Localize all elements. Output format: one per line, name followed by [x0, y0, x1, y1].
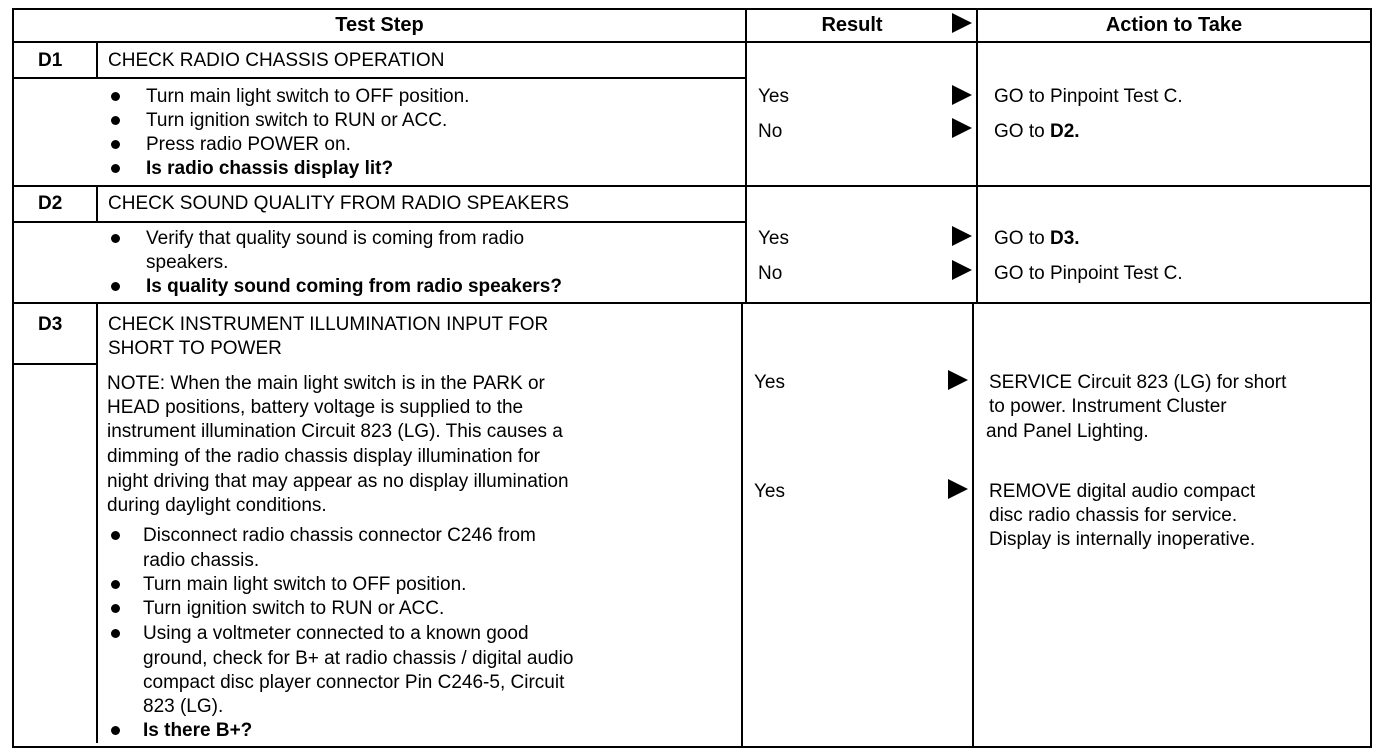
table-border-right — [1370, 8, 1372, 748]
bullet-icon — [111, 164, 120, 173]
bullet-icon — [111, 629, 120, 638]
d1-action-no-ref: D2. — [1049, 121, 1080, 142]
d2-action-yes-ref: D3. — [1049, 228, 1080, 249]
d2-step-1-cont: speakers. — [146, 252, 229, 273]
d3-result-yes-2: Yes — [754, 481, 785, 502]
d2-d3-divider — [12, 302, 1372, 304]
arrow-icon — [952, 226, 972, 246]
d3-step-1-cont: radio chassis. — [143, 550, 260, 571]
d3-note-1: NOTE: When the main light switch is in t… — [107, 373, 545, 394]
d3-step-2: Turn main light switch to OFF position. — [143, 574, 467, 595]
d3-id: D3 — [38, 314, 63, 335]
d2-title-underline — [12, 221, 746, 223]
d3-id-divider — [96, 303, 98, 743]
d3-action-2-line-2: disc radio chassis for service. — [989, 505, 1238, 526]
d3-step-3: Turn ignition switch to RUN or ACC. — [143, 598, 445, 619]
d1-id-divider — [96, 42, 98, 78]
d1-title: CHECK RADIO CHASSIS OPERATION — [108, 50, 445, 71]
header-divider — [12, 41, 1372, 43]
d3-step-4-cont-3: 823 (LG). — [143, 696, 224, 717]
d1-step-2: Turn ignition switch to RUN or ACC. — [146, 110, 448, 131]
d2-action-yes: GO to D3. — [994, 227, 1080, 251]
d3-title-1: CHECK INSTRUMENT ILLUMINATION INPUT FOR — [108, 314, 549, 335]
table-border-top — [12, 8, 1372, 10]
table-border-left — [12, 8, 14, 748]
bullet-icon — [111, 140, 120, 149]
d3-action-1-line-1: SERVICE Circuit 823 (LG) for short — [989, 372, 1287, 393]
d2-result-yes: Yes — [758, 228, 789, 249]
header-action: Action to Take — [1105, 14, 1243, 36]
bullet-icon — [111, 234, 120, 243]
d1-step-1: Turn main light switch to OFF position. — [146, 86, 470, 107]
d1-action-yes: GO to Pinpoint Test C. — [994, 86, 1183, 107]
d3-note-6: during daylight conditions. — [107, 495, 327, 516]
d3-note-3: instrument illumination Circuit 823 (LG)… — [107, 421, 563, 442]
d2-title: CHECK SOUND QUALITY FROM RADIO SPEAKERS — [108, 193, 570, 214]
d1-title-underline — [12, 77, 746, 79]
col-divider-action-d3 — [972, 302, 974, 748]
bullet-icon — [111, 604, 120, 613]
bullet-icon — [111, 92, 120, 101]
arrow-icon — [948, 370, 968, 390]
d3-step-4-cont-1: ground, check for B+ at radio chassis / … — [143, 648, 574, 669]
d3-action-1-line-3: and Panel Lighting. — [986, 421, 1149, 442]
d3-step-4: Using a voltmeter connected to a known g… — [143, 623, 529, 644]
bullet-icon — [111, 580, 120, 589]
d1-result-yes: Yes — [758, 86, 789, 107]
arrow-icon — [952, 118, 972, 138]
d3-step-1: Disconnect radio chassis connector C246 … — [143, 525, 536, 546]
d2-id-divider — [96, 186, 98, 222]
bullet-icon — [111, 531, 120, 540]
d2-id: D2 — [38, 193, 63, 214]
d1-action-no-text: GO to — [994, 121, 1050, 142]
d2-step-1: Verify that quality sound is coming from… — [146, 228, 525, 249]
d1-id: D1 — [38, 50, 63, 71]
d3-note-2: HEAD positions, battery voltage is suppl… — [107, 397, 524, 418]
header-arrow-icon — [952, 13, 972, 33]
col-divider-result — [745, 8, 747, 303]
d2-result-no: No — [758, 263, 783, 284]
bullet-icon — [111, 116, 120, 125]
d3-step-5: Is there B+? — [143, 720, 253, 741]
d2-action-no: GO to Pinpoint Test C. — [994, 263, 1183, 284]
d3-note-5: night driving that may appear as no disp… — [107, 471, 569, 492]
d1-result-no: No — [758, 121, 783, 142]
d3-result-yes-1: Yes — [754, 372, 785, 393]
col-divider-result-d3 — [741, 302, 743, 748]
d2-action-yes-text: GO to — [994, 228, 1050, 249]
arrow-icon — [952, 85, 972, 105]
col-divider-action — [976, 8, 978, 303]
d3-title-2: SHORT TO POWER — [108, 338, 282, 359]
header-result: Result — [821, 14, 883, 36]
table-border-bottom — [12, 746, 1372, 748]
d1-step-3: Press radio POWER on. — [146, 134, 351, 155]
d3-step-4-cont-2: compact disc player connector Pin C246-5… — [143, 672, 565, 693]
d1-step-4: Is radio chassis display lit? — [146, 158, 394, 179]
arrow-icon — [948, 479, 968, 499]
bullet-icon — [111, 282, 120, 291]
d1-action-no: GO to D2. — [994, 120, 1080, 144]
d2-step-2: Is quality sound coming from radio speak… — [146, 276, 562, 297]
d1-d2-divider — [12, 185, 1372, 187]
d3-action-2-line-1: REMOVE digital audio compact — [989, 481, 1256, 502]
arrow-icon — [952, 260, 972, 280]
d3-note-4: dimming of the radio chassis display ill… — [107, 446, 540, 467]
bullet-icon — [111, 726, 120, 735]
d3-title-underline — [12, 363, 98, 365]
d3-action-1-line-2: to power. Instrument Cluster — [989, 396, 1227, 417]
d3-action-2-line-3: Display is internally inoperative. — [989, 529, 1256, 550]
header-test-step: Test Step — [335, 14, 424, 36]
